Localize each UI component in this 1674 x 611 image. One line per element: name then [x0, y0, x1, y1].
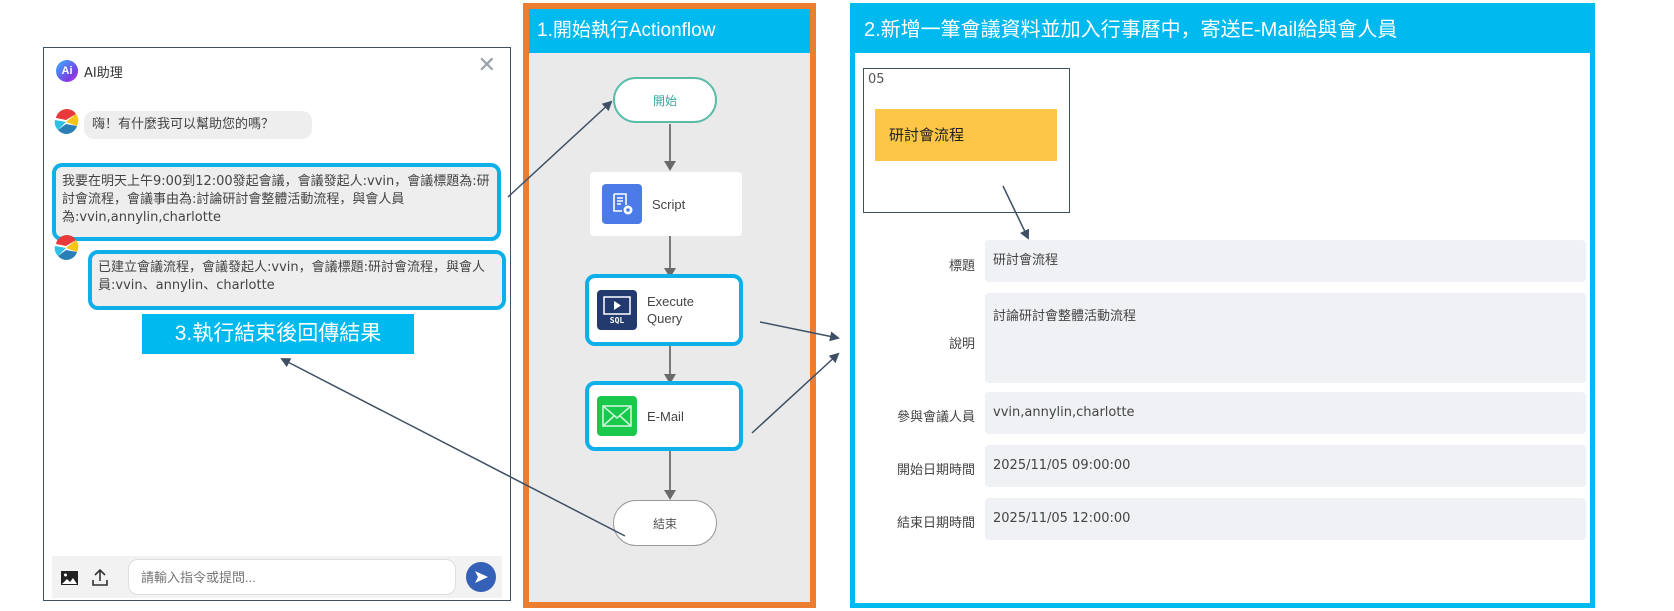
field-start-datetime[interactable]: 2025/11/05 09:00:00	[985, 445, 1586, 487]
meeting-record-panel: 2.新增一筆會議資料並加入行事曆中，寄送E-Mail給與會人員 05 研討會流程…	[850, 3, 1595, 608]
node-label: Script	[652, 196, 686, 212]
mail-icon	[597, 396, 637, 436]
node-label-line2: Query	[647, 311, 683, 326]
flow-connector	[669, 451, 671, 496]
ai-assistant-panel: Ai AI助理 ✕ 嗨！有什麼我可以幫助您的嗎？ 我要在明天上午9:00到12:…	[43, 47, 511, 601]
bot-avatar-icon	[54, 235, 79, 260]
flow-node-email[interactable]: E-Mail	[585, 381, 743, 451]
field-label-attendees: 參與會議人員	[896, 410, 975, 425]
bot-message: 嗨！有什麼我可以幫助您的嗎？	[84, 111, 312, 139]
image-icon[interactable]	[61, 571, 78, 585]
bot-avatar-icon	[54, 109, 79, 134]
actionflow-panel: 1.開始執行Actionflow 開始 Script SQL Execute Q…	[523, 3, 816, 608]
field-label-title: 標題	[948, 259, 975, 274]
step3-callout: 3.執行結束後回傳結果	[142, 314, 414, 354]
calendar-day-number: 05	[868, 72, 885, 87]
field-description[interactable]: 討論研討會整體活動流程	[985, 293, 1586, 383]
sql-icon: SQL	[597, 290, 637, 330]
flow-node-script[interactable]: Script	[590, 172, 742, 236]
step2-callout: 2.新增一筆會議資料並加入行事曆中，寄送E-Mail給與會人員	[850, 3, 1595, 53]
chat-title: AI助理	[84, 65, 123, 81]
flow-node-execute-query[interactable]: SQL Execute Query	[585, 274, 743, 346]
flow-connector	[669, 124, 671, 166]
flow-arrowhead	[664, 490, 676, 500]
upload-icon[interactable]	[92, 569, 108, 586]
flow-arrowhead	[664, 374, 676, 384]
node-label: E-Mail	[647, 408, 684, 424]
field-attendees[interactable]: vvin,annylin,charlotte	[985, 392, 1586, 434]
send-icon	[475, 571, 488, 583]
calendar-day-cell[interactable]: 05 研討會流程	[863, 68, 1070, 213]
svg-text:SQL: SQL	[610, 316, 625, 325]
field-end-datetime[interactable]: 2025/11/05 12:00:00	[985, 498, 1586, 540]
flow-arrowhead	[664, 268, 676, 278]
user-message: 我要在明天上午9:00到12:00發起會議，會議發起人:vvin，會議標題為:研…	[52, 163, 501, 241]
bot-reply-message: 已建立會議流程，會議發起人:vvin，會議標題:研討會流程，與會人員:vvin、…	[88, 250, 506, 310]
flow-arrowhead	[664, 161, 676, 171]
field-label-end: 結束日期時間	[896, 516, 975, 531]
flow-connector	[669, 236, 671, 274]
ai-logo-icon: Ai	[56, 60, 78, 82]
close-icon[interactable]: ✕	[477, 53, 496, 78]
chat-input[interactable]	[128, 559, 456, 595]
flow-end-node[interactable]: 結束	[613, 500, 717, 546]
flow-connector	[669, 346, 671, 380]
chat-header: Ai AI助理	[56, 60, 123, 82]
script-icon	[602, 184, 642, 224]
field-label-start: 開始日期時間	[896, 463, 975, 478]
chat-input-bar	[52, 556, 502, 598]
node-label-line1: Execute	[647, 294, 694, 309]
field-title[interactable]: 研討會流程	[985, 240, 1586, 282]
field-label-description: 說明	[948, 337, 975, 352]
send-button[interactable]	[466, 562, 496, 592]
calendar-event[interactable]: 研討會流程	[875, 109, 1057, 161]
step1-callout: 1.開始執行Actionflow	[529, 9, 810, 53]
flow-start-node[interactable]: 開始	[613, 77, 717, 123]
